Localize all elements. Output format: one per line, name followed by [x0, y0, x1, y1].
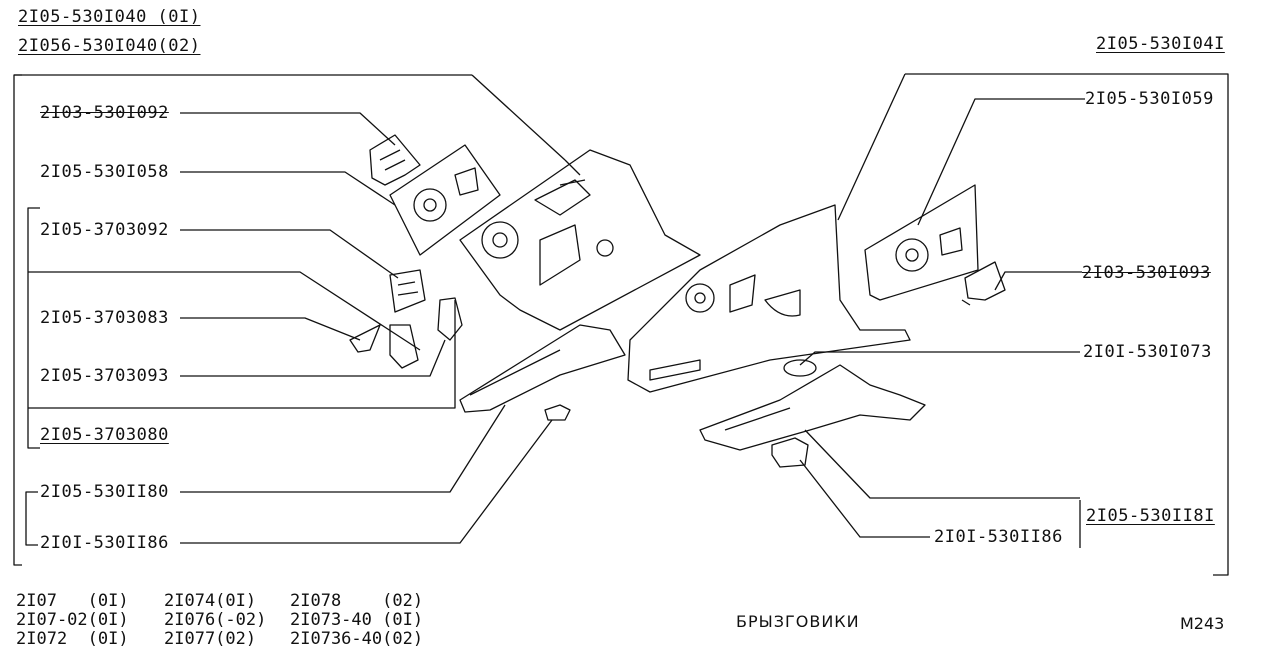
model-cell: 2I073-40 (0I)	[290, 610, 424, 630]
part-092	[369, 134, 421, 186]
model-applicability-table: 2I07 (0I) 2I074(0I) 2I078 (02) 2I07-02(0…	[16, 592, 450, 649]
callout-059: 2I05-530I059	[1085, 89, 1214, 109]
model-cell: 2I078 (02)	[290, 591, 424, 611]
bracket-main-right	[905, 73, 1229, 576]
part-3703092	[389, 269, 426, 313]
part-1186-right	[771, 437, 809, 468]
callout-3703080: 2I05-3703080	[40, 425, 169, 445]
sheet-code: M243	[1180, 614, 1225, 633]
part-1186-left	[544, 404, 571, 421]
callout-058: 2I05-530I058	[40, 162, 169, 182]
callout-3703083: 2I05-3703083	[40, 308, 169, 328]
part-left-panel	[459, 149, 701, 331]
assembly-code-2: 2I056-530I040(02)	[18, 36, 201, 56]
model-row: 2I072 (0I) 2I077(02) 2I0736-40(02)	[16, 630, 450, 649]
model-row: 2I07 (0I) 2I074(0I) 2I078 (02)	[16, 592, 450, 611]
part-093	[961, 261, 1006, 306]
callout-1186-left: 2I0I-530II86	[40, 533, 169, 553]
part-059	[864, 184, 979, 301]
model-cell: 2I07 (0I)	[16, 591, 129, 611]
part-073	[783, 359, 817, 377]
part-center-frame	[627, 204, 911, 393]
callout-3703093: 2I05-3703093	[40, 366, 169, 386]
callout-1186-right: 2I0I-530II86	[934, 527, 1063, 547]
model-cell: 2I07-02(0I)	[16, 610, 129, 630]
part-1180	[459, 324, 626, 413]
callout-092: 2I03-530I092	[40, 103, 169, 123]
assembly-code-right: 2I05-530I04I	[1096, 34, 1225, 54]
bracket-3703080	[27, 207, 40, 449]
bracket-1180	[25, 491, 38, 546]
model-cell: 2I072 (0I)	[16, 629, 129, 649]
callout-073: 2I0I-530I073	[1083, 342, 1212, 362]
model-cell: 2I074(0I)	[164, 591, 257, 611]
model-cell: 2I077(02)	[164, 629, 257, 649]
model-cell: 2I076(-02)	[164, 610, 267, 630]
part-058	[389, 144, 501, 256]
diagram-caption: БРЫЗГОВИКИ	[736, 612, 860, 631]
callout-1180: 2I05-530II80	[40, 482, 169, 502]
model-row: 2I07-02(0I) 2I076(-02) 2I073-40 (0I)	[16, 611, 450, 630]
callout-1181: 2I05-530II8I	[1086, 506, 1215, 526]
assembly-code-1: 2I05-530I040 (0I)	[18, 7, 201, 27]
part-3703083	[349, 324, 381, 353]
part-1181	[699, 364, 926, 451]
bracket-main-left	[13, 74, 22, 566]
model-cell: 2I0736-40(02)	[290, 629, 424, 649]
part-3703093	[389, 297, 463, 369]
callout-093: 2I03-530I093	[1082, 263, 1211, 283]
callout-3703092: 2I05-3703092	[40, 220, 169, 240]
leader-main-right	[837, 73, 906, 221]
